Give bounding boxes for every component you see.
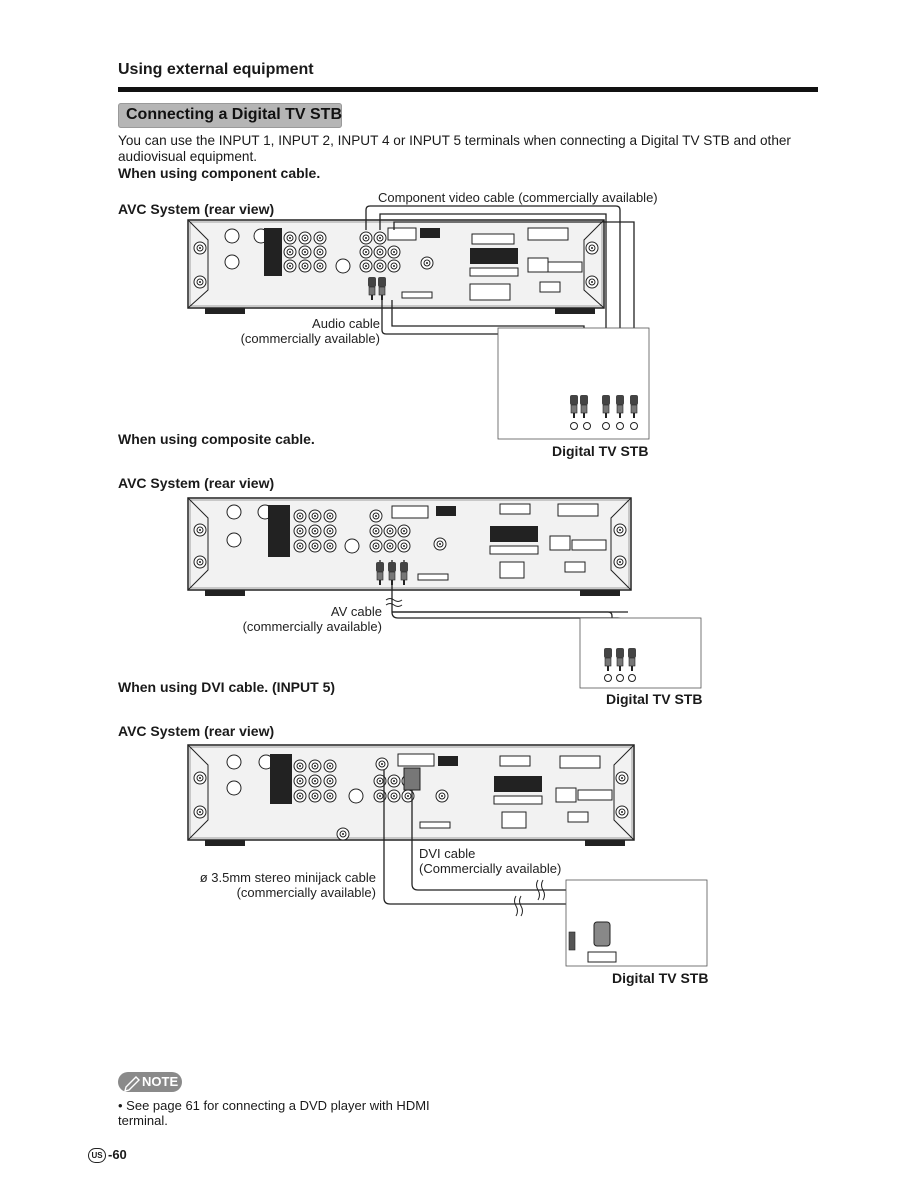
stb-box-1 bbox=[497, 327, 650, 440]
avc-rear-view-label-2: AVC System (rear view) bbox=[118, 475, 275, 491]
pencil-icon bbox=[124, 1076, 140, 1092]
audio-cable-label: Audio cable (commercially available) bbox=[240, 316, 380, 346]
section-title: Using external equipment bbox=[118, 61, 314, 78]
stb-label-2: Digital TV STB bbox=[606, 691, 703, 707]
region-badge: US bbox=[88, 1148, 106, 1164]
stb-label-1: Digital TV STB bbox=[552, 443, 649, 459]
heading-dvi: When using DVI cable. (INPUT 5) bbox=[118, 679, 336, 695]
avc-rear-view-label-3: AVC System (rear view) bbox=[118, 723, 275, 739]
note-text: • See page 61 for connecting a DVD playe… bbox=[118, 1098, 430, 1128]
page-number: US-60 bbox=[88, 1147, 127, 1164]
minijack-cable-label: ø 3.5mm stereo minijack cable (commercia… bbox=[199, 870, 376, 900]
header-rule bbox=[118, 87, 818, 92]
stb-label-3: Digital TV STB bbox=[612, 970, 709, 986]
stb-box-2 bbox=[579, 617, 702, 689]
note-badge: NOTE bbox=[118, 1072, 182, 1092]
page-number-value: -60 bbox=[108, 1147, 127, 1162]
intro-text: You can use the INPUT 1, INPUT 2, INPUT … bbox=[118, 133, 791, 164]
avc-unit-2 bbox=[187, 497, 632, 596]
banner-title: Connecting a Digital TV STB bbox=[126, 106, 343, 123]
dvi-cable-label: DVI cable (Commercially available) bbox=[419, 846, 562, 876]
note-label: NOTE bbox=[142, 1074, 179, 1089]
component-video-cable-label: Component video cable (commercially avai… bbox=[378, 190, 658, 205]
avc-unit-1 bbox=[187, 219, 605, 314]
intro-paragraph: You can use the INPUT 1, INPUT 2, INPUT … bbox=[118, 133, 823, 181]
heading-composite: When using composite cable. bbox=[118, 431, 315, 447]
avc-unit-3 bbox=[187, 744, 635, 846]
avc-rear-view-label-1: AVC System (rear view) bbox=[118, 201, 275, 217]
topic-banner: Connecting a Digital TV STB bbox=[118, 103, 342, 128]
av-cable-label: AV cable (commercially available) bbox=[242, 604, 382, 634]
stb-box-3 bbox=[565, 879, 708, 967]
heading-component: When using component cable. bbox=[118, 165, 321, 181]
